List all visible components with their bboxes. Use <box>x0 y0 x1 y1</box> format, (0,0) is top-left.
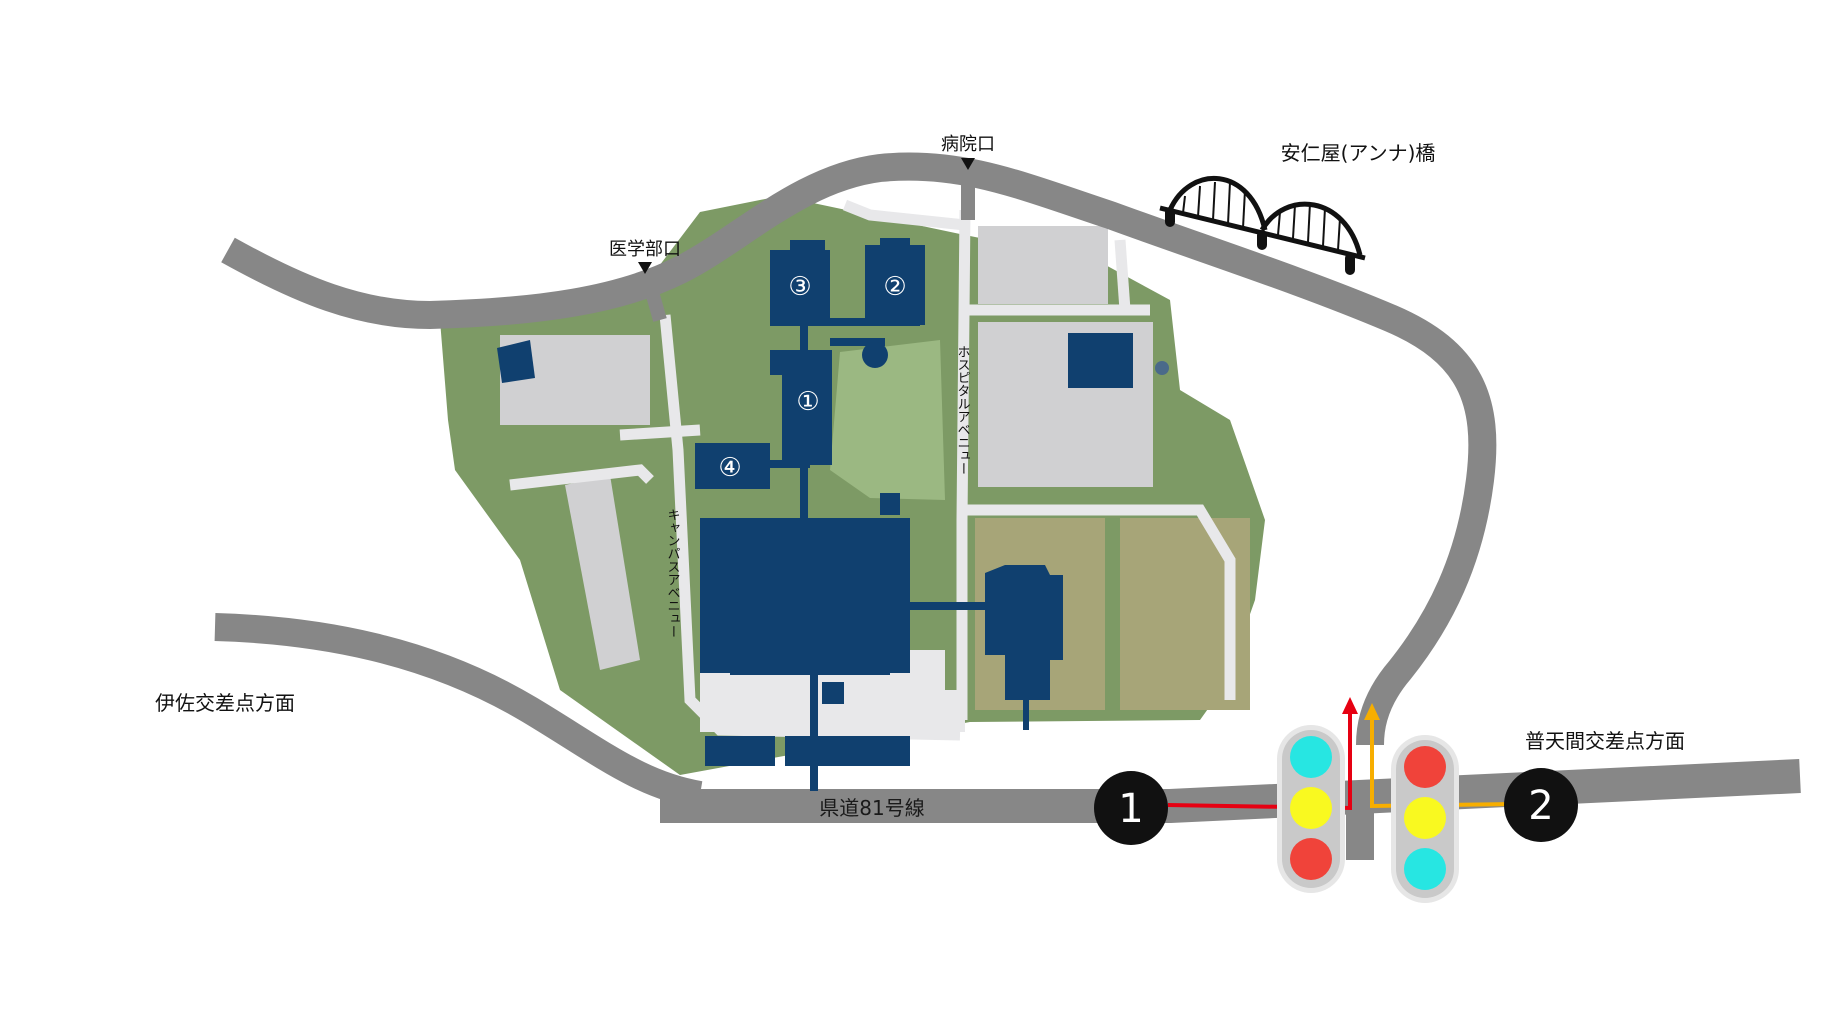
small-building-east <box>880 493 900 515</box>
building-1-annex <box>770 350 800 375</box>
connector-vertical <box>800 322 808 352</box>
main-hospital-south <box>730 665 890 675</box>
marker-1-label: 1 <box>1118 786 1143 832</box>
medical-entrance-road <box>643 283 667 322</box>
marker-2[interactable]: 2 <box>1504 768 1578 842</box>
entrance-labels: 病院口 医学部口 安仁屋(アンナ)橋 <box>609 134 1435 274</box>
connector-main <box>800 460 808 520</box>
building-4 <box>695 443 770 489</box>
connector-3-2 <box>770 318 920 326</box>
down-triangle-icon <box>961 158 975 170</box>
connector-4 <box>770 460 810 468</box>
south-building-west <box>705 736 775 766</box>
northeast-building <box>1068 333 1133 388</box>
building-1-label: ① <box>796 387 819 417</box>
east-building-stem <box>1023 700 1029 730</box>
route-from-marker-1 <box>1167 712 1352 811</box>
direction-labels: 伊佐交差点方面 普天間交差点方面 県道81号線 ホスピタルアベニュー キャンパス… <box>155 345 1685 820</box>
central-connector-south <box>810 673 818 791</box>
buildings <box>497 238 1169 791</box>
east-building <box>985 565 1063 700</box>
campus-grounds <box>440 196 1265 775</box>
campus-avenue-label: キャンパスアベニュー <box>665 508 681 638</box>
rotunda <box>862 342 888 368</box>
route-red-arrowhead <box>1342 697 1358 714</box>
hospital-avenue-label: ホスピタルアベニュー <box>955 345 971 475</box>
arch-bridge-icon <box>1159 176 1366 275</box>
building-2-annex <box>880 238 910 250</box>
small-building-south <box>822 682 844 704</box>
central-lawn <box>830 340 945 500</box>
south-building-east <box>785 736 910 766</box>
marker-2-label: 2 <box>1528 783 1553 829</box>
building-2 <box>865 245 925 325</box>
marker-1[interactable]: 1 <box>1094 771 1168 845</box>
traffic-light-icon <box>1391 735 1459 903</box>
connector-horizontal <box>830 338 885 346</box>
northwest-building <box>497 340 535 383</box>
futenma-direction-label: 普天間交差点方面 <box>1525 729 1685 753</box>
connector-east <box>905 602 985 610</box>
traffic-light-icon <box>1277 725 1345 893</box>
building-3-label: ③ <box>788 272 811 302</box>
north-road <box>221 152 1497 746</box>
route-orange-arrowhead <box>1364 703 1380 720</box>
main-hospital <box>700 518 910 673</box>
building-2-label: ② <box>883 272 906 302</box>
bridge-label: 安仁屋(アンナ)橋 <box>1281 141 1436 165</box>
southwest-road <box>214 613 703 809</box>
hospital-entrance-label: 病院口 <box>941 134 995 155</box>
medical-school-entrance-label: 医学部口 <box>609 239 681 260</box>
building-4-label: ④ <box>718 453 741 483</box>
route-from-marker-2 <box>1370 718 1516 809</box>
building-3 <box>770 250 830 322</box>
parking-lot-ne-top <box>978 226 1108 304</box>
main-hospital-west-wing <box>700 580 730 620</box>
parking-lot-west <box>565 475 640 670</box>
isa-direction-label: 伊佐交差点方面 <box>155 691 295 715</box>
building-3-annex <box>790 240 825 255</box>
down-triangle-icon <box>638 262 652 274</box>
water-tank <box>1155 361 1169 375</box>
access-routes <box>1167 697 1516 811</box>
prefectural-road-label: 県道81号線 <box>819 796 924 820</box>
building-numbers: ① ② ③ ④ <box>718 272 906 483</box>
